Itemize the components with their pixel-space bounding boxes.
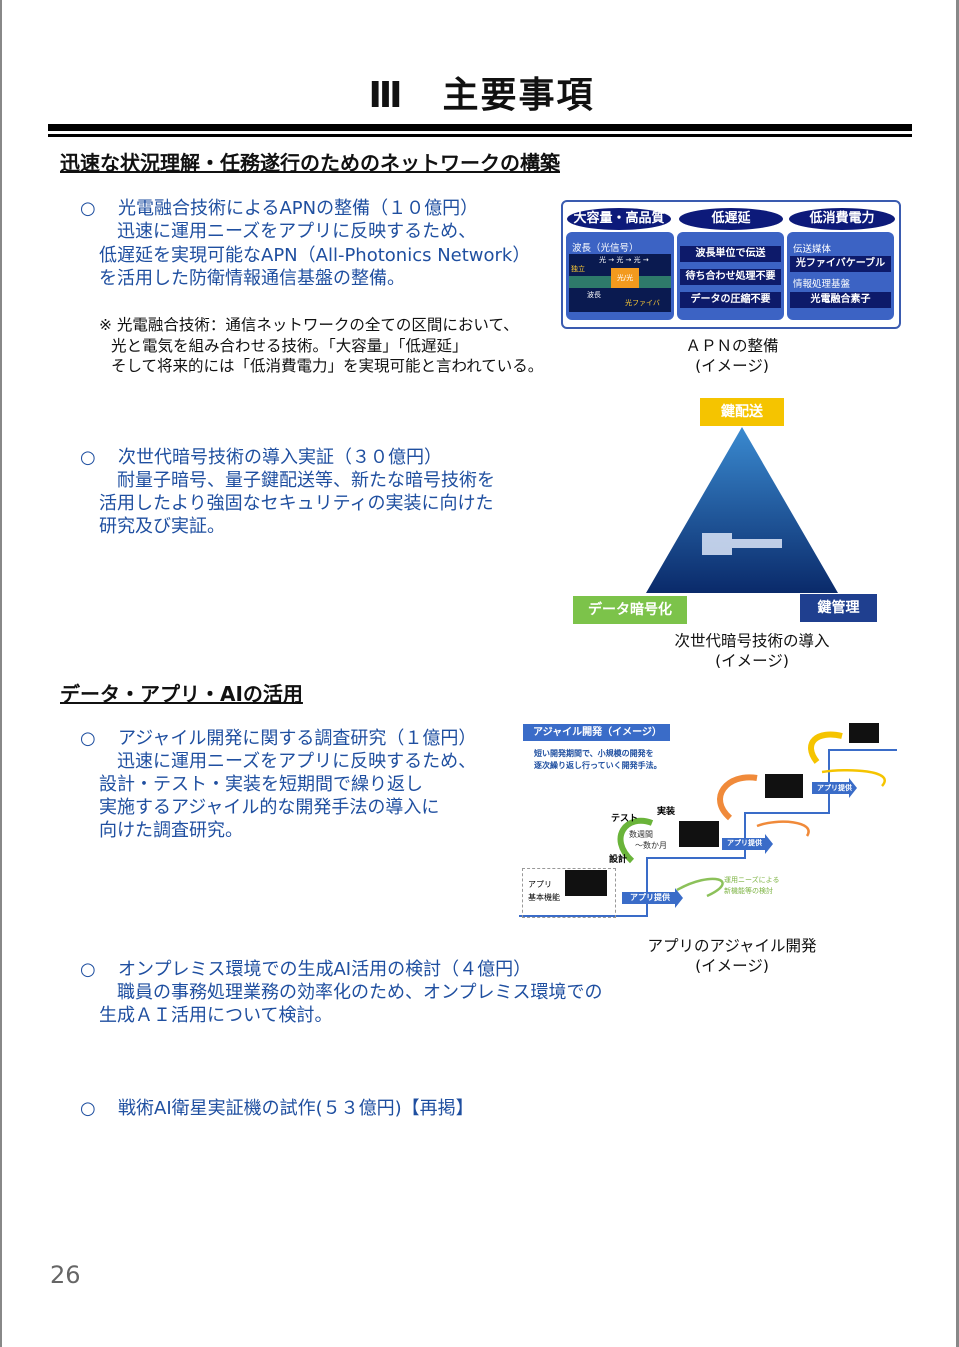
- note-text: 光と電気を組み合わせる技術。「大容量」「低遅延」: [111, 337, 468, 355]
- apn-label: 光 → 光 → 光 →: [599, 256, 649, 264]
- genai-item-text: 職員の事務処理業務の効率化のため、オンプレミス環境での: [99, 982, 603, 1003]
- apn-caption: ＡＰＮの整備: [685, 337, 779, 355]
- cycle-test: テスト: [611, 814, 639, 824]
- needs-label: 運用ニーズによる: [724, 876, 780, 884]
- provide-label: アプリ提供: [727, 839, 762, 847]
- crypto-item-text: 活用したより強固なセキュリティの実装に向けた: [99, 493, 494, 514]
- section-heading-data-ai: データ・アプリ・AIの活用: [60, 682, 303, 706]
- laptop-icon: [765, 774, 803, 798]
- laptop-icon: [849, 723, 879, 743]
- apn-label: 伝送媒体: [793, 244, 832, 255]
- cycle-period: ～数か月: [635, 841, 667, 850]
- base-app-box: アプリ 基本機能: [522, 868, 616, 918]
- apn-box: データの圧縮不要: [680, 292, 781, 308]
- genai-item-title: オンプレミス環境での生成AI活用の検討（４億円）: [118, 959, 532, 980]
- title-rule-thin: [48, 134, 912, 137]
- cycle-design: 設計: [609, 855, 628, 865]
- agile-desc: 短い開発期間で、小規模の開発を: [534, 749, 654, 758]
- pyramid-data-encryption: データ暗号化: [573, 596, 687, 624]
- agile-caption: (イメージ): [695, 957, 769, 975]
- pyramid-key-management: 鍵管理: [800, 594, 877, 622]
- provide-label: アプリ提供: [630, 893, 670, 902]
- cycle-period: 数週間: [629, 830, 653, 839]
- bullet-icon: ○: [80, 1098, 96, 1119]
- crypto-item-title: 次世代暗号技術の導入実証（３０億円）: [118, 447, 442, 468]
- pyramid-caption: (イメージ): [715, 652, 789, 670]
- provide-arrow: [622, 888, 683, 908]
- apn-box: 光電融合素子: [790, 292, 891, 308]
- apn-label: 波長（光信号）: [572, 243, 639, 254]
- fiber-image: 光 → 光 → 光 → 独立 光/光 波長 光ファイバ: [569, 254, 671, 312]
- apn-item-text: 迅速に運用ニーズをアプリに反映するため、: [99, 221, 477, 242]
- provide-arrow: [722, 834, 773, 854]
- apn-label: 光ファイバ: [625, 299, 660, 307]
- provide-arrow: [812, 778, 857, 798]
- page-number: 26: [50, 1261, 81, 1289]
- apn-diagram: 大容量・高品質 低遅延 低消費電力 波長（光信号） 光 → 光 → 光 → 独立…: [561, 200, 901, 329]
- needs-label: 新機能等の検討: [724, 887, 773, 895]
- bullet-icon: ○: [80, 728, 96, 749]
- agile-caption: アプリのアジャイル開発: [647, 937, 817, 955]
- apn-col-capacity: 波長（光信号） 光 → 光 → 光 → 独立 光/光 波長 光ファイバ: [566, 232, 674, 320]
- agile-item-title: アジャイル開発に関する調査研究（１億円）: [118, 728, 477, 749]
- laptop-icon: [565, 870, 607, 896]
- section-heading-network: 迅速な状況理解・任務遂行のためのネットワークの構築: [60, 151, 560, 175]
- apn-col-latency: 波長単位で伝送 待ち合わせ処理不要 データの圧縮不要: [677, 232, 784, 320]
- cycle-implement: 実装: [657, 807, 676, 817]
- agile-banner: アジャイル開発（イメージ）: [523, 724, 670, 741]
- provide-label: アプリ提供: [817, 784, 852, 792]
- bullet-icon: ○: [80, 959, 96, 980]
- genai-item-text: 生成ＡＩ活用について検討。: [99, 1005, 333, 1026]
- note-text: ※ 光電融合技術：通信ネットワークの全ての区間において、: [99, 316, 519, 334]
- agile-item-text: 向けた調査研究。: [99, 820, 243, 841]
- apn-item-title: 光電融合技術によるAPNの整備（１０億円）: [118, 198, 479, 219]
- apn-item-text: を活用した防衛情報通信基盤の整備。: [99, 268, 405, 289]
- agile-steps: [519, 723, 897, 917]
- pyramid-key-distribution: 鍵配送: [700, 398, 784, 426]
- agile-item-text: 迅速に運用ニーズをアプリに反映するため、: [99, 751, 477, 772]
- apn-pill: 低消費電力: [789, 208, 895, 230]
- apn-col-power: 伝送媒体 光ファイバケーブル 情報処理基盤 光電融合素子: [787, 232, 894, 320]
- agile-item-text: 設計・テスト・実装を短期間で繰り返し: [99, 774, 423, 795]
- crypto-item-text: 研究及び実証。: [99, 516, 225, 537]
- agile-desc: 逐次繰り返し行っていく開発手法。: [534, 761, 662, 770]
- agile-diagram: アジャイル開発（イメージ） 短い開発期間で、小規模の開発を 逐次繰り返し行ってい…: [517, 718, 902, 918]
- apn-label: 波長: [587, 291, 601, 299]
- key-icon: [702, 533, 732, 555]
- laptop-icon: [679, 821, 719, 847]
- apn-label: 光/光: [611, 268, 639, 288]
- note-text: そして将来的には「低消費電力」を実現可能と言われている。: [111, 357, 544, 375]
- apn-label: 独立: [571, 265, 585, 273]
- agile-item-text: 実施するアジャイル的な開発手法の導入に: [99, 797, 440, 818]
- bullet-icon: ○: [80, 447, 96, 468]
- page-title: Ⅲ 主要事項: [368, 75, 595, 116]
- apn-pill: 大容量・高品質: [567, 208, 671, 230]
- bullet-icon: ○: [80, 198, 96, 219]
- agile-label: 基本機能: [528, 893, 560, 902]
- apn-box: 波長単位で伝送: [680, 246, 781, 262]
- crypto-pyramid: [646, 427, 838, 593]
- satellite-item-title: 戦術AI衛星実証機の試作(５３億円)【再掲】: [118, 1098, 474, 1119]
- apn-item-text: 低遅延を実現可能なAPN（All-Photonics Network）: [99, 245, 531, 266]
- apn-pill: 低遅延: [679, 208, 783, 230]
- apn-label: 情報処理基盤: [793, 279, 851, 290]
- apn-caption: (イメージ): [695, 357, 769, 375]
- apn-box: 光ファイバケーブル: [790, 256, 891, 272]
- apn-box: 待ち合わせ処理不要: [680, 269, 781, 285]
- title-rule-thick: [48, 124, 912, 131]
- pyramid-caption: 次世代暗号技術の導入: [674, 632, 830, 650]
- agile-label: アプリ: [528, 880, 552, 889]
- crypto-item-text: 耐量子暗号、量子鍵配送等、新たな暗号技術を: [99, 470, 495, 491]
